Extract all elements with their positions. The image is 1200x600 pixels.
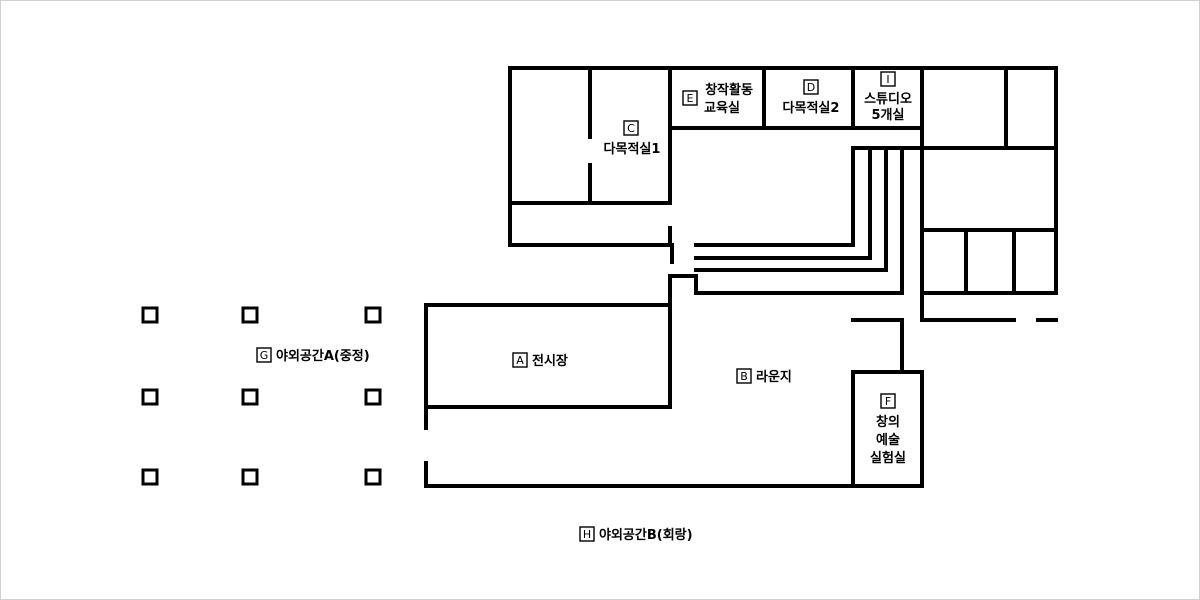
pillar (364, 468, 382, 486)
room-name-line2: 교육실 (704, 100, 740, 116)
letter-box (880, 71, 896, 87)
room-name: 라운지 (756, 369, 792, 385)
room-label-c: C 다목적실1 (604, 120, 661, 157)
letter-box (736, 368, 752, 384)
room-name-line1: 창의 (876, 414, 900, 430)
room-label-f: F 창의 예술 실험실 (870, 393, 906, 466)
room-f-walls (851, 370, 924, 488)
room-label-i: I 스튜디오 5개실 (864, 71, 912, 123)
pillar (364, 388, 382, 406)
room-name: 다목적실1 (604, 141, 661, 157)
letter-box (682, 90, 698, 106)
upper-building-outline (508, 66, 1058, 295)
courtyard-pillars (141, 306, 382, 486)
room-name: 전시장 (532, 353, 568, 369)
letter: D (807, 81, 815, 94)
east-column-walls (920, 66, 1058, 295)
room-label-d: D 다목적실2 (783, 79, 840, 116)
room-name: 야외공간B(회랑) (599, 527, 693, 543)
letter-box (256, 347, 272, 363)
pillar (241, 468, 259, 486)
letter: G (260, 349, 269, 362)
room-name-line1: 스튜디오 (864, 91, 912, 107)
room-label-h: H 야외공간B(회랑) (579, 526, 693, 543)
letter-box (512, 352, 528, 368)
letter: F (885, 395, 891, 408)
pillar (141, 468, 159, 486)
letter-box (880, 393, 896, 409)
letter: I (886, 73, 889, 86)
letter: B (740, 370, 748, 383)
lower-right-walls (851, 291, 1058, 374)
letter-box (579, 526, 595, 542)
letter: E (687, 92, 694, 105)
room-name-line1: 창작활동 (705, 82, 753, 98)
room-name-line2: 5개실 (872, 107, 905, 123)
room-a-walls (424, 303, 672, 430)
rooms-edi-walls (668, 66, 924, 130)
pillar (241, 388, 259, 406)
letter-box (623, 120, 639, 136)
room-c-walls (508, 66, 672, 205)
pillar (241, 306, 259, 324)
room-name-line3: 실험실 (870, 450, 906, 466)
room-name-line2: 예술 (876, 432, 900, 448)
room-label-e: E 창작활동 교육실 (682, 82, 753, 116)
letter: H (583, 528, 591, 541)
pillar (364, 306, 382, 324)
walls (424, 66, 1058, 488)
letter: C (627, 122, 635, 135)
pillar (141, 306, 159, 324)
corridor-walls (670, 146, 924, 295)
letter: A (516, 354, 524, 367)
room-name: 야외공간A(중정) (276, 348, 370, 364)
room-label-g: G 야외공간A(중정) (256, 347, 370, 364)
room-label-b: B 라운지 (736, 368, 792, 385)
pillar (141, 388, 159, 406)
room-label-a: A 전시장 (512, 352, 568, 369)
room-name: 다목적실2 (783, 100, 840, 116)
bottom-wall (424, 461, 924, 488)
letter-box (803, 79, 819, 95)
